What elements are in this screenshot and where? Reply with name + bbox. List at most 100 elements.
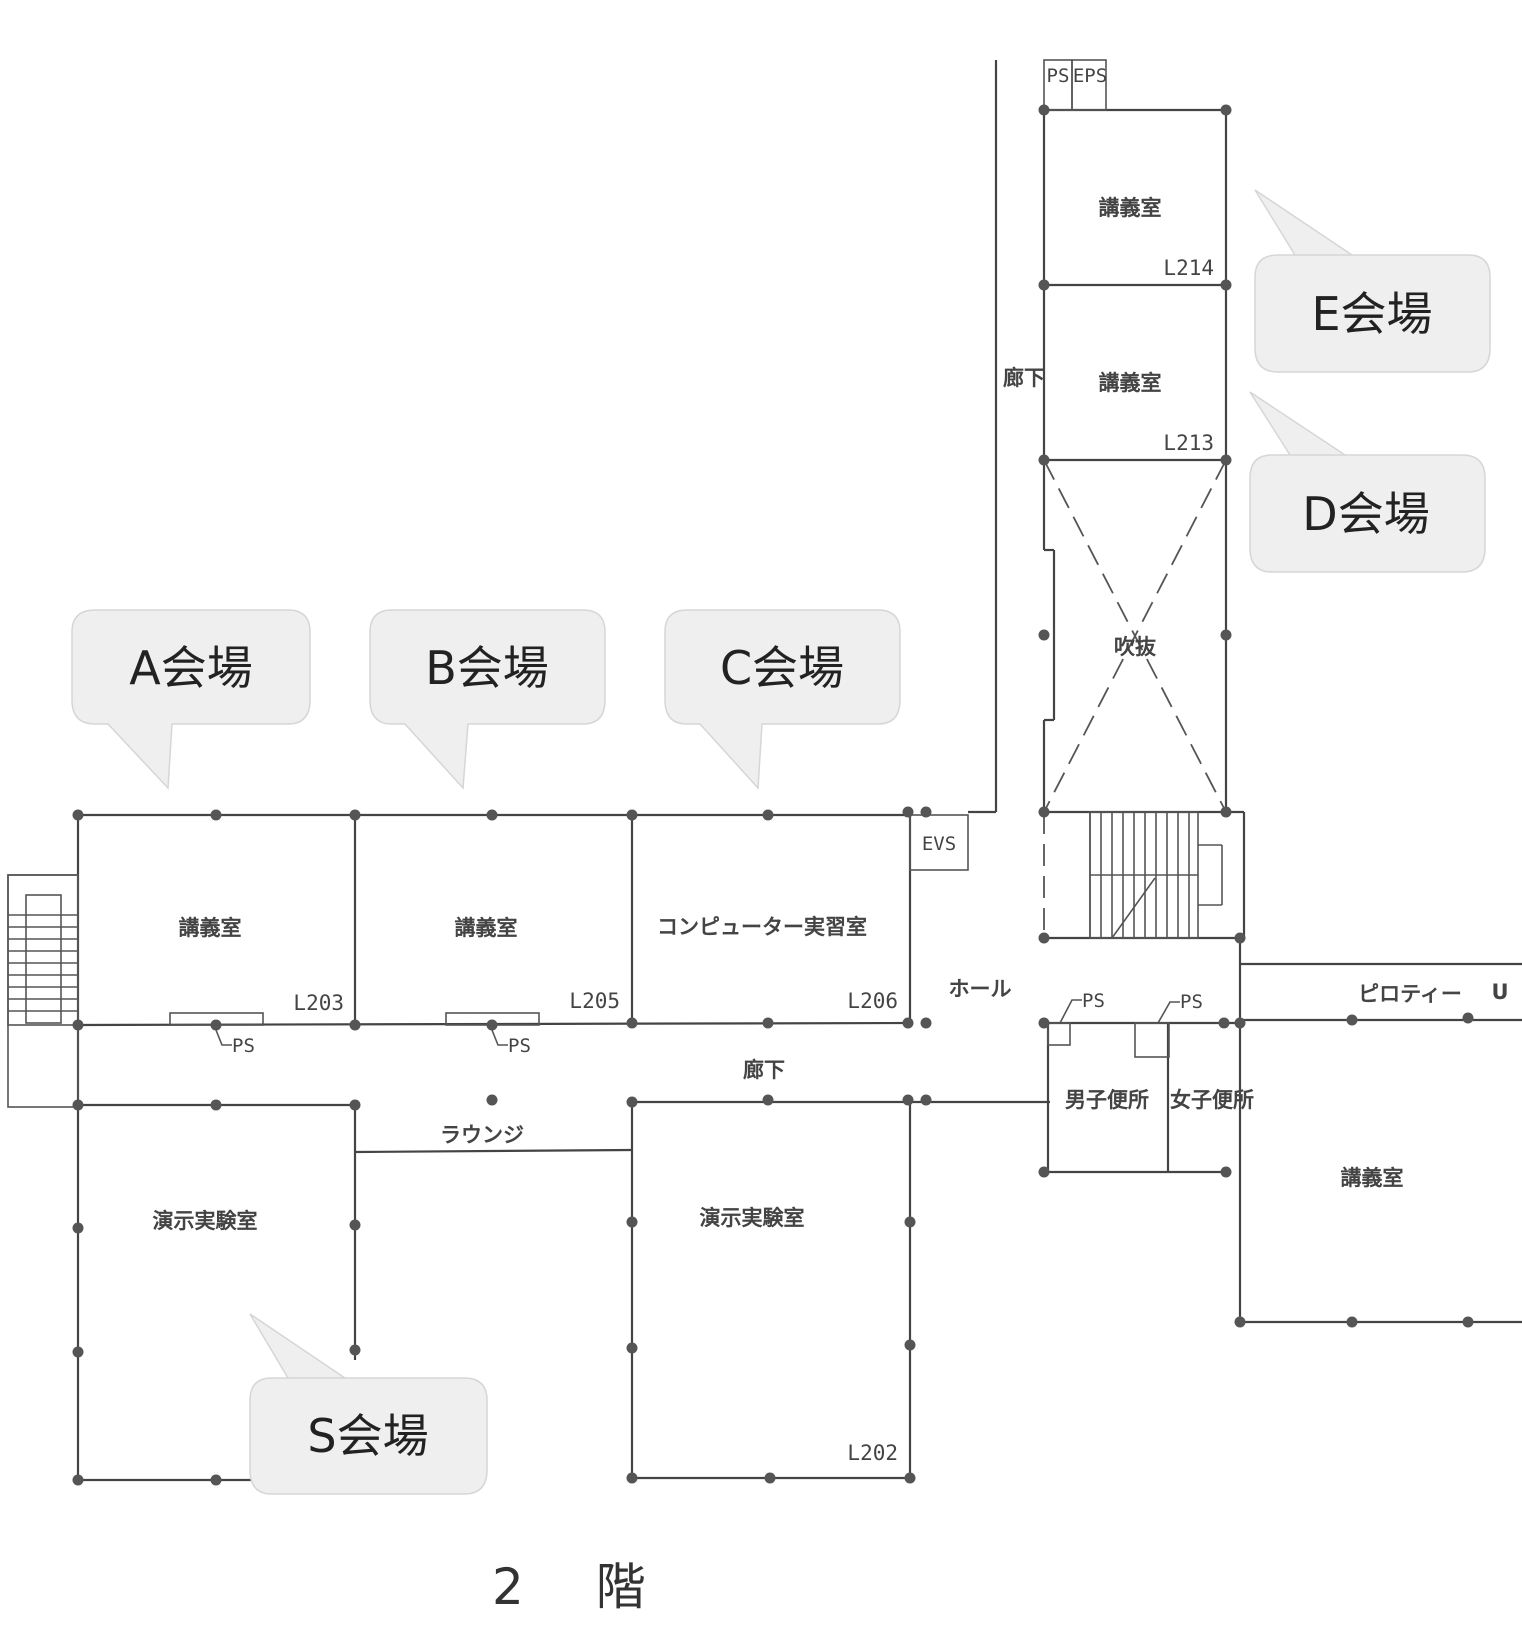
column <box>72 809 84 821</box>
column <box>762 1094 774 1106</box>
room-code-l202: L202 <box>847 1441 898 1465</box>
column <box>1220 104 1232 116</box>
evs-label: EVS <box>922 833 956 855</box>
room-code-l206: L206 <box>847 989 898 1013</box>
column <box>1346 1014 1358 1026</box>
room-code-l203: L203 <box>293 991 344 1015</box>
column <box>626 1216 638 1228</box>
room-computer-lab: コンピューター実習室 <box>657 915 867 939</box>
column <box>1038 1017 1050 1029</box>
column <box>902 806 914 818</box>
column <box>920 1017 932 1029</box>
column <box>210 809 222 821</box>
column <box>349 809 361 821</box>
walls <box>7 59 1522 1482</box>
column <box>1218 1017 1230 1029</box>
column <box>1234 1316 1246 1328</box>
column <box>920 806 932 818</box>
column <box>1038 104 1050 116</box>
column <box>626 1096 638 1108</box>
column <box>1220 454 1232 466</box>
room-demo-lab-left: 演示実験室 <box>153 1209 258 1233</box>
stair-landing <box>25 894 62 1024</box>
column <box>626 1342 638 1354</box>
column <box>72 1222 84 1234</box>
ps-top-label: PS <box>1047 65 1070 87</box>
column <box>1038 454 1050 466</box>
column <box>1462 1316 1474 1328</box>
column <box>1038 932 1050 944</box>
column <box>1038 806 1050 818</box>
column <box>1220 629 1232 641</box>
column <box>762 809 774 821</box>
mens-toilet-label: 男子便所 <box>1065 1088 1149 1112</box>
column <box>1038 1166 1050 1178</box>
callout-c: C会場 <box>664 609 901 790</box>
venue-label-d: D会場 <box>1302 487 1429 541</box>
venue-label-a: A会場 <box>129 641 252 695</box>
room-lecture-l213: 講義室 <box>1099 371 1162 395</box>
column <box>904 1472 916 1484</box>
room-lecture-l214: 講義室 <box>1099 196 1162 220</box>
lounge-label: ラウンジ <box>440 1123 524 1147</box>
room-lecture-right: 講義室 <box>1341 1166 1404 1190</box>
column <box>920 1094 932 1106</box>
column <box>762 1017 774 1029</box>
column <box>72 1474 84 1486</box>
ps-label-b: PS <box>508 1035 531 1057</box>
column <box>764 1472 776 1484</box>
column <box>904 1339 916 1351</box>
ps-leader-toilet-2 <box>1157 1001 1180 1024</box>
room-lecture-a: 講義室 <box>179 916 242 940</box>
eps-top-label: EPS <box>1073 65 1107 87</box>
column <box>349 1344 361 1356</box>
callout-e: E会場 <box>1254 189 1491 373</box>
column <box>1220 279 1232 291</box>
ps-leader-b <box>491 1029 508 1046</box>
column <box>626 809 638 821</box>
corridor-main-label: 廊下 <box>743 1058 785 1082</box>
atrium-label: 吹抜 <box>1114 635 1157 659</box>
column <box>486 1094 498 1106</box>
callout-a: A会場 <box>71 609 311 790</box>
ps-label-toilet-2: PS <box>1180 991 1203 1013</box>
column <box>1462 1012 1474 1024</box>
column <box>349 1099 361 1111</box>
column <box>626 1472 638 1484</box>
room-code-l205: L205 <box>569 989 620 1013</box>
column <box>1038 629 1050 641</box>
ps-leader-a <box>215 1029 232 1046</box>
column <box>1234 932 1246 944</box>
womens-toilet-label: 女子便所 <box>1170 1088 1254 1112</box>
column <box>210 1099 222 1111</box>
column <box>210 1474 222 1486</box>
corridor-vertical-label: 廊下 <box>1003 366 1045 390</box>
column <box>72 1346 84 1358</box>
hall-label: ホール <box>949 977 1012 1001</box>
piloti-label: ピロティー <box>1358 982 1462 1006</box>
stair-left <box>8 894 78 1024</box>
column <box>1220 1166 1232 1178</box>
column <box>210 1019 222 1031</box>
ps-label-toilet-1: PS <box>1082 990 1105 1012</box>
column <box>626 1017 638 1029</box>
column <box>72 1019 84 1031</box>
structural-columns <box>72 104 1474 1486</box>
callout-b: B会場 <box>369 609 606 790</box>
room-demo-lab-center: 演示実験室 <box>700 1206 805 1230</box>
ps-label-a: PS <box>232 1035 255 1057</box>
stair-right-treads <box>1089 812 1190 938</box>
ps-leader-toilet-1 <box>1059 999 1082 1024</box>
piloti-mark: U <box>1491 980 1508 1004</box>
column <box>72 1099 84 1111</box>
venue-label-c: C会場 <box>720 641 844 695</box>
venue-label-e: E会場 <box>1311 287 1432 341</box>
column <box>1038 279 1050 291</box>
column <box>1234 1017 1246 1029</box>
venue-label-s: S会場 <box>307 1409 428 1463</box>
column <box>902 1017 914 1029</box>
column <box>486 809 498 821</box>
room-code-l214: L214 <box>1163 256 1214 280</box>
room-code-l213: L213 <box>1163 431 1214 455</box>
